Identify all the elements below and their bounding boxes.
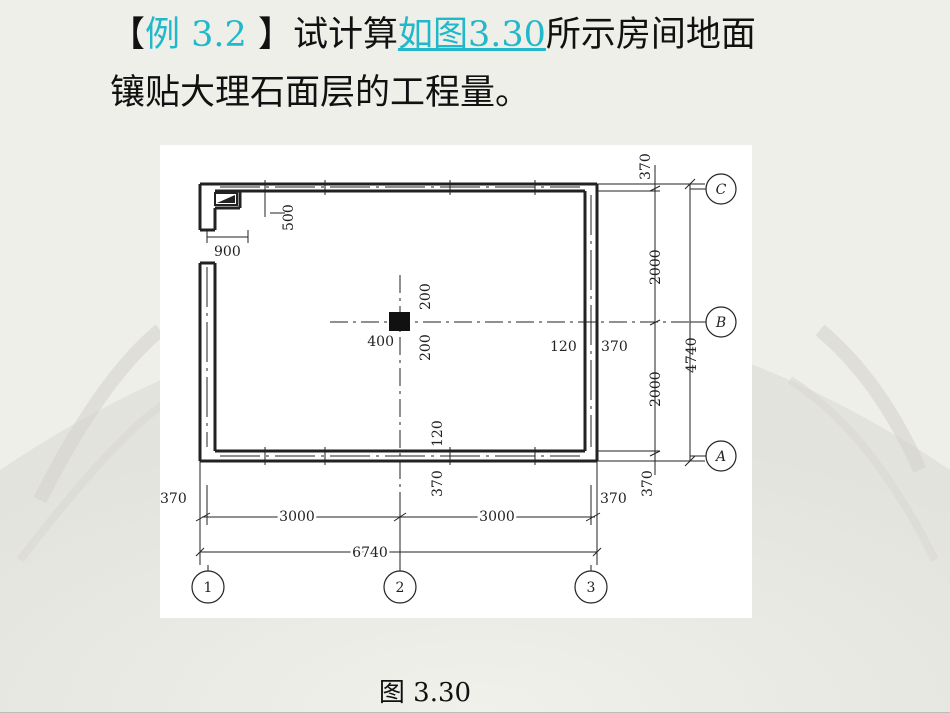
outer-walls — [198, 182, 599, 463]
dim-door-width: 500 — [281, 204, 297, 231]
question-text: 【例 3.2 】试计算如图3.30所示房间地面 镶贴大理石面层的工程量。 — [110, 6, 890, 122]
axis-circle-1 — [191, 570, 225, 604]
dim-inner-120-right: 120 — [550, 339, 577, 355]
question-line-1-rest: 所示房间地面 — [545, 15, 756, 55]
dim-column-200-side: 200 — [418, 334, 434, 361]
dim-outer-370-right: 370 — [601, 339, 628, 355]
axis-label-1: 1 — [204, 580, 213, 596]
floor-plan-svg: C B A 1 2 3 370 2000 2000 4740 370 500 2… — [160, 153, 737, 604]
dim-door-offset: 900 — [214, 244, 241, 260]
axis-label-b: B — [715, 315, 726, 331]
axis-circles — [191, 173, 737, 604]
question-prefix: 试计算 — [292, 15, 398, 55]
axis-circle-3 — [574, 570, 608, 604]
dim-wall-top: 370 — [638, 153, 654, 180]
dim-column-offset: 400 — [367, 334, 394, 350]
dim-column-200-top: 200 — [418, 283, 434, 310]
figure-caption: 图 3.30 — [378, 678, 472, 708]
axis-leader-lines — [690, 188, 706, 457]
dim-wall-bottom-right: 370 — [640, 470, 656, 497]
corner-box — [214, 192, 238, 206]
close-bracket: 】 — [257, 15, 293, 55]
figure-link[interactable]: 如图3.30 — [398, 15, 546, 55]
dim-outer-370-bottom: 370 — [430, 470, 446, 497]
open-bracket: 【 — [110, 15, 146, 55]
dim-wall-right-bottom: 370 — [600, 491, 627, 507]
right-dimension-lines — [597, 165, 705, 475]
question-line-1: 【例 3.2 】试计算如图3.30所示房间地面 — [110, 6, 890, 64]
dim-inner-120-bottom: 120 — [430, 420, 446, 447]
axis-label-c: C — [716, 182, 727, 198]
dim-span-right: 3000 — [479, 509, 515, 525]
figure-link-word[interactable]: 如图 — [397, 15, 468, 55]
axis-label-a: A — [714, 449, 726, 465]
dim-bay-lower: 2000 — [648, 371, 664, 407]
question-line-2: 镶贴大理石面层的工程量。 — [110, 73, 531, 113]
axis-label-3: 3 — [587, 580, 596, 596]
figure-link-number[interactable]: 3.30 — [467, 15, 546, 55]
axis-label-2: 2 — [396, 580, 405, 596]
column-square — [389, 312, 410, 331]
floor-plan-drawing: C B A 1 2 3 370 2000 2000 4740 370 500 2… — [160, 145, 752, 618]
corner-box-fill — [217, 195, 235, 203]
door-dimension-lines — [206, 195, 285, 243]
axis-lines — [330, 275, 705, 570]
example-reference: 例 3.2 — [145, 15, 258, 55]
axis-circle-2 — [383, 570, 417, 604]
dim-span-left: 3000 — [279, 509, 315, 525]
dim-wall-left: 370 — [160, 491, 187, 507]
dim-total-depth: 4740 — [684, 337, 700, 373]
dim-bay-upper: 2000 — [648, 249, 664, 285]
dim-total-width: 6740 — [352, 545, 388, 561]
bottom-dimension-lines — [195, 461, 602, 573]
